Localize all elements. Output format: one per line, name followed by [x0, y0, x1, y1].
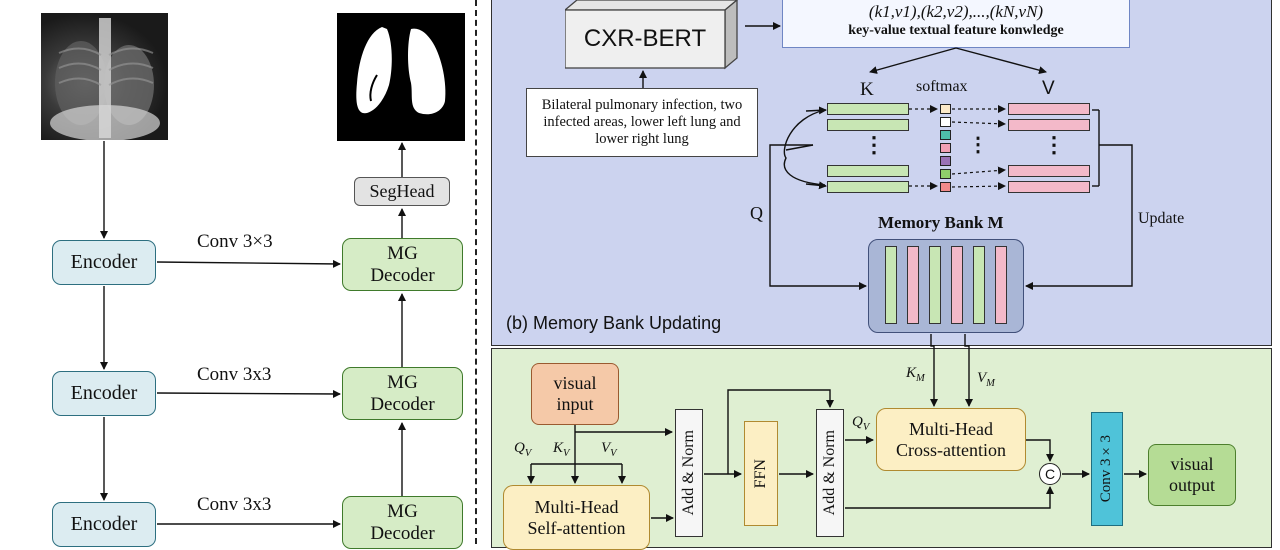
decoder-label: MG Decoder — [370, 500, 435, 544]
kv-label: KV — [553, 440, 570, 459]
softmax-score-square — [940, 117, 951, 127]
self-attention-label: Multi-Head Self-attention — [527, 496, 626, 538]
panel-separator-line — [475, 0, 477, 544]
encoder-label: Encoder — [70, 251, 138, 273]
memory-slot-key — [885, 246, 897, 324]
value-bar — [1008, 165, 1090, 177]
memory-bank-label: Memory Bank M — [878, 213, 1004, 232]
qv-label: QV — [514, 440, 532, 459]
encoder-label: Encoder — [70, 382, 138, 404]
vm-label: VM — [977, 370, 995, 389]
encoder-block-1: Encoder — [52, 240, 156, 285]
concat-label: C — [1044, 465, 1056, 482]
visual-input-block: visual input — [531, 363, 619, 425]
add-norm-block-2: Add & Norm — [816, 409, 844, 537]
softmax-score-square — [940, 156, 951, 166]
vv-label: VV — [601, 440, 617, 459]
vertical-ellipsis-icon: ⋮ — [968, 134, 988, 156]
skip-conv-label-2: Conv 3x3 — [197, 364, 272, 385]
q-label: Q — [750, 203, 763, 223]
cxr-bert-label: CXR-BERT — [583, 25, 707, 53]
decoder-label: MG Decoder — [370, 242, 435, 286]
vertical-ellipsis-icon: ⋮ — [863, 132, 885, 157]
skip-conv-label-1: Conv 3×3 — [197, 231, 273, 252]
value-bar — [1008, 181, 1090, 193]
softmax-score-square — [940, 169, 951, 179]
softmax-label: softmax — [916, 78, 968, 95]
cross-attention-label: Multi-Head Cross-attention — [896, 418, 1006, 460]
value-bar — [1008, 103, 1090, 115]
memory-slot-value — [995, 246, 1007, 324]
lung-mask-image — [337, 13, 465, 141]
add-norm-block-1: Add & Norm — [675, 409, 703, 537]
update-label: Update — [1138, 210, 1185, 227]
visual-output-label: visual output — [1168, 454, 1215, 495]
mg-decoder-block-1: MG Decoder — [342, 238, 463, 291]
softmax-score-square — [940, 104, 951, 114]
report-text: Bilateral pulmonary infection, two infec… — [541, 97, 743, 147]
seghead-label: SegHead — [369, 181, 435, 202]
key-bar — [827, 103, 909, 115]
chest-xray-image — [41, 13, 168, 140]
decoder-label: MG Decoder — [370, 371, 435, 415]
key-bar — [827, 165, 909, 177]
conv-block: Conv 3×3 — [1091, 412, 1123, 526]
softmax-score-square — [940, 143, 951, 153]
seghead-block: SegHead — [354, 177, 450, 206]
concat-node-icon: C — [1039, 463, 1061, 485]
cross-attention-block: Multi-Head Cross-attention — [876, 408, 1026, 471]
memory-slot-key — [929, 246, 941, 324]
encoder-block-2: Encoder — [52, 371, 156, 416]
softmax-score-square — [940, 130, 951, 140]
visual-output-block: visual output — [1148, 444, 1236, 506]
v-label: V — [1042, 78, 1055, 99]
memory-slot-key — [973, 246, 985, 324]
kv-knowledge-box: (k1,v1),(k2,v2),...,(kN,vN) key-value te… — [782, 0, 1130, 48]
panel-b-caption: (b) Memory Bank Updating — [506, 313, 722, 333]
km-label: KM — [906, 365, 925, 384]
softmax-score-square — [940, 182, 951, 192]
k-label: K — [860, 79, 874, 100]
kv-pairs-math: (k1,v1),(k2,v2),...,(kN,vN) — [868, 2, 1044, 21]
memory-slot-value — [907, 246, 919, 324]
ffn-block: FFN — [744, 421, 778, 526]
skip-conv-label-3: Conv 3x3 — [197, 494, 272, 515]
report-text-box: Bilateral pulmonary infection, two infec… — [526, 88, 758, 157]
key-bar — [827, 119, 909, 131]
cxr-bert-block: CXR-BERT — [565, 0, 745, 70]
mg-decoder-block-3: MG Decoder — [342, 496, 463, 549]
vertical-ellipsis-icon: ⋮ — [1043, 132, 1065, 157]
kv-knowledge-label: key-value textual feature konwledge — [848, 23, 1064, 38]
qv-cross-label: QV — [852, 414, 870, 433]
visual-input-label: visual input — [553, 373, 597, 414]
mg-decoder-block-2: MG Decoder — [342, 367, 463, 420]
encoder-label: Encoder — [70, 513, 138, 535]
memory-slot-value — [951, 246, 963, 324]
value-bar — [1008, 119, 1090, 131]
key-bar — [827, 181, 909, 193]
